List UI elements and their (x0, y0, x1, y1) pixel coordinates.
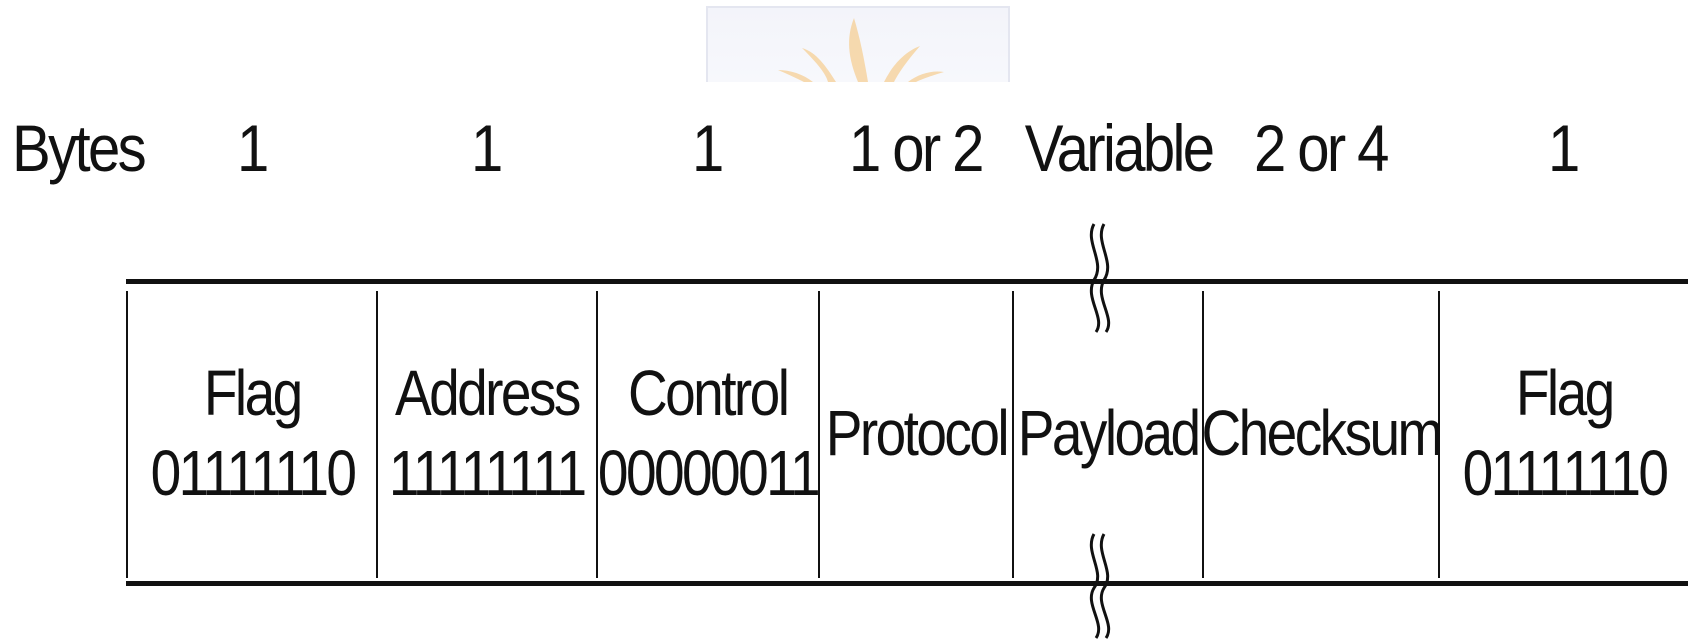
byte-count-protocol: 1 or 2 (848, 111, 984, 185)
field-divider (1202, 291, 1204, 578)
field-divider (1438, 291, 1440, 578)
field-value: 00000011 (597, 436, 821, 509)
field-flag-end: Flag 01111110 (1440, 284, 1688, 581)
byte-count-checksum: 2 or 4 (1253, 111, 1389, 185)
byte-count-address: 1 (471, 111, 503, 185)
field-flag-start: Flag 01111110 (128, 284, 376, 581)
byte-count-flag-end: 1 (1548, 111, 1580, 185)
field-divider (376, 291, 378, 578)
bytes-row-label: Bytes (12, 111, 147, 185)
field-name: Flag (203, 356, 303, 429)
field-name: Payload (1017, 396, 1201, 469)
field-name: Control (628, 356, 790, 429)
field-divider (1012, 291, 1014, 578)
byte-count-flag-start: 1 (237, 111, 269, 185)
field-value: 01111110 (1462, 436, 1668, 509)
field-divider (596, 291, 598, 578)
field-name: Flag (1515, 356, 1615, 429)
field-control: Control 00000011 (597, 284, 821, 581)
wavy-break-icon (1089, 223, 1111, 333)
field-address: Address 11111111 (378, 284, 596, 581)
ppp-frame: Flag 01111110 Address 11111111 Control 0… (126, 279, 1688, 586)
sun-logo-watermark (706, 6, 1010, 82)
field-value: 11111111 (389, 436, 587, 509)
byte-count-payload: Variable (1024, 111, 1215, 185)
frame-left-border (126, 291, 128, 578)
field-name: Protocol (825, 396, 1009, 469)
byte-count-control: 1 (692, 111, 724, 185)
field-name: Checksum (1201, 396, 1443, 469)
field-name: Address (395, 356, 581, 429)
field-value: 01111110 (150, 436, 356, 509)
wavy-break-icon (1089, 533, 1111, 639)
field-payload: Payload (1014, 284, 1202, 581)
field-protocol: Protocol (820, 284, 1012, 581)
field-divider (818, 291, 820, 578)
field-checksum: Checksum (1201, 284, 1443, 581)
